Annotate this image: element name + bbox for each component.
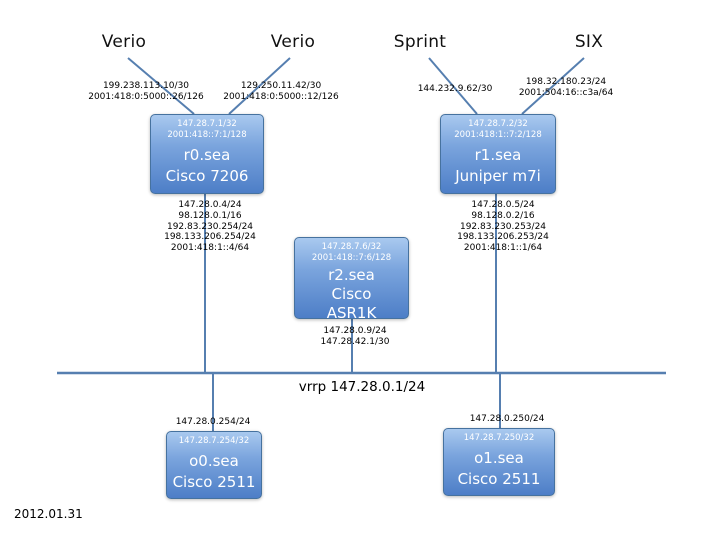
router-node-o1: 147.28.7.250/32 o1.sea Cisco 2511 xyxy=(443,428,555,496)
router-loopbacks: 147.28.7.1/32 2001:418::7:1/128 xyxy=(167,119,247,141)
link-verio2-r0 xyxy=(228,57,291,115)
provider-label-six: SIX xyxy=(574,32,604,52)
router-interfaces-r1: 147.28.0.5/24 98.128.0.2/16 192.83.230.2… xyxy=(457,200,549,254)
provider-label-sprint: Sprint xyxy=(393,32,447,52)
provider-label-verio-1: Verio xyxy=(101,32,147,52)
router-name: r0.sea xyxy=(183,146,231,165)
link-verio1-r0 xyxy=(127,57,195,115)
router-name: o1.sea xyxy=(474,449,524,468)
uplink-addresses-verio-2: 129.250.11.42/30 2001:418:0:5000::12/126 xyxy=(223,81,339,102)
router-node-r0: 147.28.7.1/32 2001:418::7:1/128 r0.sea C… xyxy=(150,114,264,194)
router-loopbacks: 147.28.7.2/32 2001:418:1::7:2/128 xyxy=(454,119,542,141)
router-interfaces-r0: 147.28.0.4/24 98.128.0.1/16 192.83.230.2… xyxy=(164,200,256,254)
router-loopbacks: 147.28.7.254/32 xyxy=(178,436,250,446)
router-model: Cisco 7206 xyxy=(165,167,249,186)
link-sprint-r1 xyxy=(428,57,478,115)
router-model: Cisco ASR1K xyxy=(326,285,377,322)
router-name: o0.sea xyxy=(189,452,239,471)
router-node-r1: 147.28.7.2/32 2001:418:1::7:2/128 r1.sea… xyxy=(440,114,556,194)
date-label: 2012.01.31 xyxy=(14,507,83,521)
router-interfaces-r2: 147.28.0.9/24 147.28.42.1/30 xyxy=(320,326,390,347)
uplink-addresses-verio-1: 199.238.113.10/30 2001:418:0:5000::26/12… xyxy=(88,81,204,102)
router-model: Juniper m7i xyxy=(455,167,541,186)
router-loopbacks: 147.28.7.250/32 xyxy=(463,433,535,443)
uplink-addresses-sprint: 144.232.9.62/30 xyxy=(417,84,493,94)
uplink-addresses-six: 198.32.180.23/24 2001:504:16::c3a/64 xyxy=(518,77,614,98)
router-model: Cisco 2511 xyxy=(172,473,256,492)
router-node-o0: 147.28.7.254/32 o0.sea Cisco 2511 xyxy=(166,431,262,499)
router-model: Cisco 2511 xyxy=(457,470,541,489)
router-interfaces-o1: 147.28.0.250/24 xyxy=(469,414,545,424)
provider-label-verio-2: Verio xyxy=(270,32,316,52)
router-loopbacks: 147.28.7.6/32 2001:418::7:6/128 xyxy=(311,242,392,264)
link-six-r1 xyxy=(521,57,585,115)
router-interfaces-o0: 147.28.0.254/24 xyxy=(175,417,251,427)
vrrp-label: vrrp 147.28.0.1/24 xyxy=(298,379,426,395)
router-name: r2.sea xyxy=(328,266,375,285)
router-name: r1.sea xyxy=(474,146,522,165)
router-node-r2: 147.28.7.6/32 2001:418::7:6/128 r2.sea C… xyxy=(294,237,409,322)
